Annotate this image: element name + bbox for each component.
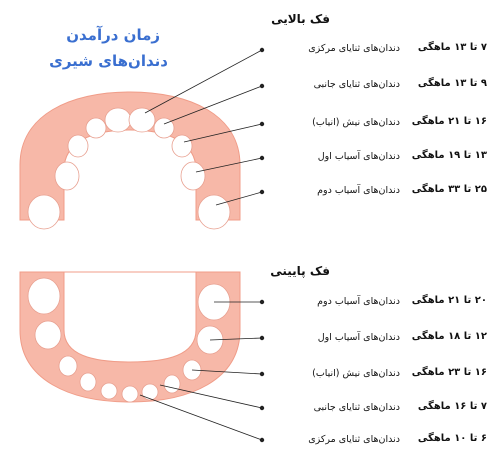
upper-jaw-title: فک بالایی: [271, 12, 330, 26]
upper-row-0-name: دندان‌های ثنایای مرکزی: [308, 43, 400, 54]
lower-row-0-age: ۲۰ تا ۲۱ ماهگی: [412, 295, 487, 306]
lower-row-3-name: دندان‌های ثنایای جانبی: [314, 402, 400, 413]
upper-row-3-age: ۱۳ تا ۱۹ ماهگی: [412, 150, 487, 161]
upper-central-incisor-right: [129, 108, 155, 132]
upper-second-molar-right: [198, 195, 230, 229]
upper-first-molar-left: [55, 162, 79, 190]
lower-central-incisor-left: [101, 383, 117, 399]
lower-row-1-name: دندان‌های آسیاب اول: [318, 332, 400, 343]
upper-lateral-incisor-left: [86, 118, 106, 138]
upper-row-0-age: ۷ تا ۱۳ ماهگی: [418, 42, 487, 53]
upper-canine-left: [68, 135, 88, 157]
upper-row-1-age: ۹ تا ۱۳ ماهگی: [418, 78, 487, 89]
upper-central-incisor-left: [105, 108, 131, 132]
upper-row-4-name: دندان‌های آسیاب دوم: [317, 185, 400, 196]
lower-row-4-name: دندان‌های ثنایای مرکزی: [308, 434, 400, 445]
lower-row-0-name: دندان‌های آسیاب دوم: [317, 296, 400, 307]
lower-central-incisor-right: [142, 384, 158, 400]
title-line-2: دندان‌های شیری: [49, 52, 168, 70]
title-line-1: زمان درآمدن: [66, 26, 160, 44]
lower-jaw-title: فک پایینی: [270, 264, 330, 278]
lower-row-3-age: ۷ تا ۱۶ ماهگی: [418, 401, 487, 412]
upper-canine-right: [172, 135, 192, 157]
upper-row-1-name: دندان‌های ثنایای جانبی: [314, 79, 400, 90]
lower-row-4-age: ۶ تا ۱۰ ماهگی: [418, 433, 487, 444]
lower-second-molar-left: [28, 278, 60, 314]
upper-row-3-name: دندان‌های آسیاب اول: [318, 151, 400, 162]
lower-first-molar-left: [35, 321, 61, 349]
lower-jaw-arch: [20, 272, 240, 402]
lower-row-2-age: ۱۶ تا ۲۳ ماهگی: [412, 367, 487, 378]
lower-canine-left: [59, 356, 77, 376]
upper-row-2-name: دندان‌های نیش (انیاب): [312, 117, 400, 128]
upper-row-4-age: ۲۵ تا ۳۳ ماهگی: [412, 184, 487, 195]
upper-row-2-age: ۱۶ تا ۲۱ ماهگی: [412, 116, 487, 127]
upper-first-molar-right: [181, 162, 205, 190]
lower-lateral-incisor-left: [80, 373, 96, 391]
lower-row-1-age: ۱۲ تا ۱۸ ماهگی: [412, 331, 487, 342]
lower-lateral-incisor-right: [164, 375, 180, 393]
upper-second-molar-left: [28, 195, 60, 229]
lower-central-incisor-mid: [122, 386, 138, 402]
upper-jaw-arch: [20, 92, 240, 229]
lower-row-2-name: دندان‌های نیش (انیاب): [312, 368, 400, 379]
